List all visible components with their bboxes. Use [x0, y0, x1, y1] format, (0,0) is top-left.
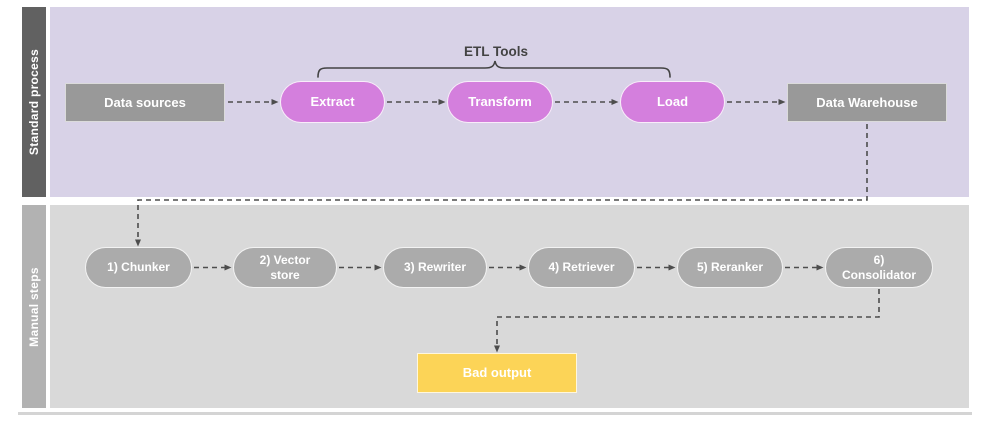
lane-label-standard-process: Standard process — [22, 7, 46, 197]
node-data-sources: Data sources — [65, 83, 225, 122]
node-bad-output: Bad output — [417, 353, 577, 393]
lane-label-standard-process-text: Standard process — [27, 48, 42, 156]
node-retriever: 4) Retriever — [528, 247, 635, 288]
bottom-divider-line — [18, 412, 972, 415]
node-extract: Extract — [280, 81, 385, 123]
node-rewriter: 3) Rewriter — [383, 247, 487, 288]
etl-tools-label: ETL Tools — [464, 44, 528, 59]
lane-label-manual-steps: Manual steps — [22, 205, 46, 408]
node-transform: Transform — [447, 81, 553, 123]
node-vector-store: 2) Vector store — [233, 247, 337, 288]
node-consolidator: 6) Consolidator — [825, 247, 933, 288]
node-reranker: 5) Reranker — [677, 247, 783, 288]
lane-label-manual-steps-text: Manual steps — [27, 266, 41, 347]
node-data-warehouse: Data Warehouse — [787, 83, 947, 122]
node-chunker: 1) Chunker — [85, 247, 192, 288]
node-load: Load — [620, 81, 725, 123]
